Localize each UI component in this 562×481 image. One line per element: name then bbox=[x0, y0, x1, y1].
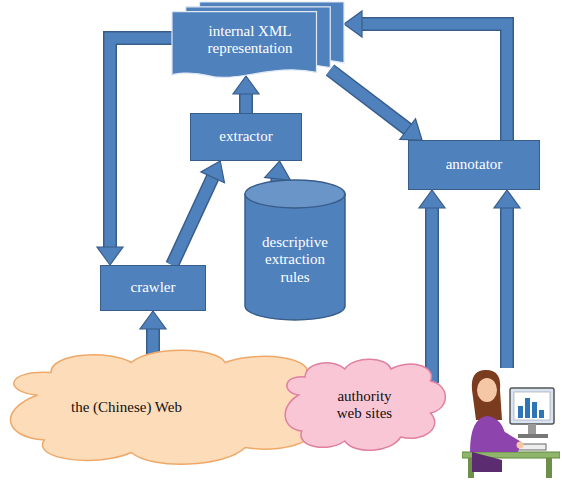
arrow-head bbox=[344, 11, 362, 37]
block-arrow bbox=[140, 311, 166, 358]
arrow-head bbox=[97, 247, 123, 265]
node-label: annotator bbox=[446, 156, 503, 173]
docs-node: internal XML representation bbox=[172, 2, 344, 82]
cyl-node: descriptive extraction rules bbox=[245, 180, 345, 320]
arrow-shaft-border bbox=[362, 24, 507, 140]
node-label: authority web sites bbox=[325, 388, 405, 423]
arrow-shaft bbox=[110, 38, 174, 247]
cylinder-top bbox=[245, 180, 345, 208]
arrow-shaft-border bbox=[330, 70, 408, 129]
arrow-head bbox=[140, 311, 166, 329]
document-page bbox=[172, 12, 316, 78]
cloud-outline bbox=[285, 359, 445, 450]
arrow-head bbox=[400, 119, 422, 140]
arrow-shaft bbox=[330, 70, 408, 129]
node-label: the (Chinese) Web bbox=[71, 399, 182, 416]
arrow-shaft-border bbox=[172, 177, 213, 265]
arrow-shaft bbox=[502, 208, 513, 368]
user-arrow bbox=[494, 190, 520, 368]
arrow-shaft bbox=[172, 177, 213, 265]
block-arrow bbox=[419, 190, 445, 383]
arrow-head bbox=[265, 161, 291, 180]
arrow-shaft-border bbox=[239, 94, 253, 113]
block-arrow bbox=[97, 38, 174, 265]
arrow-shaft bbox=[427, 208, 438, 383]
user-illustration bbox=[462, 360, 560, 479]
arrow-shaft-border bbox=[500, 208, 514, 368]
cylinder-body bbox=[245, 194, 345, 320]
arrow-head bbox=[233, 76, 259, 94]
cloud-node: authority web sites bbox=[282, 355, 447, 455]
node-label: extractor bbox=[219, 128, 272, 145]
node-label: internal XML representation bbox=[187, 23, 313, 58]
arrow-shaft-border bbox=[425, 208, 439, 383]
arrow-head bbox=[494, 190, 520, 208]
process-box: extractor bbox=[190, 113, 302, 161]
block-arrow bbox=[233, 76, 259, 113]
arrow-shaft bbox=[362, 24, 507, 140]
node-label: descriptive extraction rules bbox=[252, 234, 338, 286]
block-arrow bbox=[330, 70, 422, 140]
arrow-head bbox=[201, 161, 225, 183]
process-box: crawler bbox=[100, 265, 206, 311]
node-label: crawler bbox=[131, 279, 176, 296]
arrow-head bbox=[419, 190, 445, 208]
block-arrow bbox=[344, 11, 507, 140]
arrow-shaft bbox=[241, 94, 252, 113]
block-arrow bbox=[172, 161, 224, 265]
process-box: annotator bbox=[408, 140, 540, 190]
arrow-shaft-border bbox=[110, 38, 174, 247]
